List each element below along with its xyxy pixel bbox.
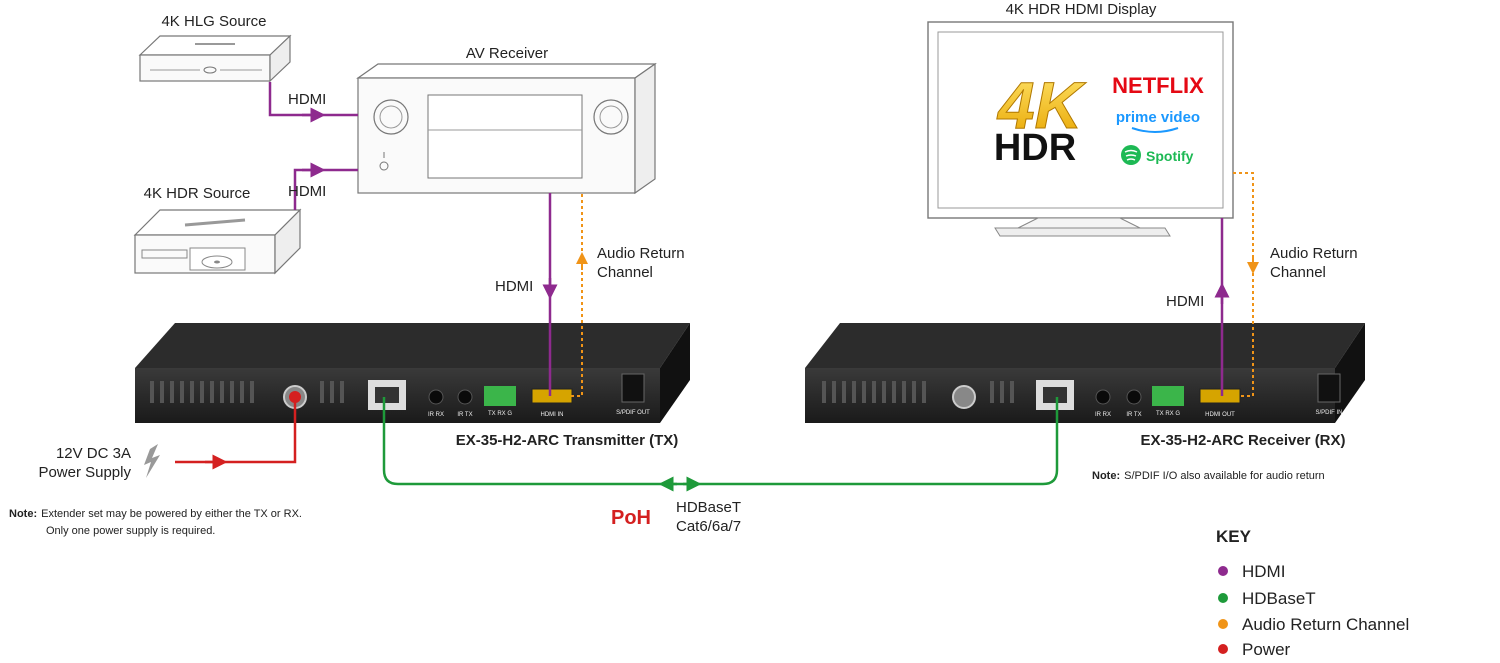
netflix-logo: NETFLIX <box>1112 73 1204 98</box>
rx-name: EX-35-H2-ARC Receiver (RX) <box>1140 432 1345 449</box>
legend-swatch-power <box>1218 644 1228 654</box>
hdbaset-label-1: HDBaseT <box>676 499 741 516</box>
hdr-source-label: 4K HDR Source <box>144 185 251 202</box>
tx-port-serial: TX RX G <box>488 411 512 417</box>
poh-logo: PoH <box>611 507 651 529</box>
hdmi-top-label: HDMI <box>288 91 326 108</box>
legend-item-hdbaset: HDBaseT <box>1242 589 1316 608</box>
rx-port-hdmi-out: HDMI OUT <box>1205 412 1235 418</box>
legend-swatch-hdbaset <box>1218 593 1228 603</box>
hdmi-source-links: HDMI HDMI <box>268 82 358 210</box>
rx-port-serial: TX RX G <box>1156 411 1180 417</box>
tx-port-hdmi-in: HDMI IN <box>541 412 564 418</box>
display-label: 4K HDR HDMI Display <box>1006 1 1157 18</box>
rx-port-spdif-in: S/PDIF IN <box>1315 410 1342 416</box>
arc-tx-label-2: Channel <box>597 264 653 281</box>
hdmi-mid-label: HDMI <box>288 183 326 200</box>
legend-item-arc: Audio Return Channel <box>1242 615 1409 634</box>
tx-name: EX-35-H2-ARC Transmitter (TX) <box>456 432 679 449</box>
power-note-bold: Note: <box>9 508 37 520</box>
hdmi-tx-label: HDMI <box>495 278 533 295</box>
av-receiver-device: AV Receiver <box>356 45 657 195</box>
arc-tx-label-1: Audio Return <box>597 245 685 262</box>
rx-note-text: S/PDIF I/O also available for audio retu… <box>1124 470 1325 482</box>
rx-note-bold: Note: <box>1092 470 1120 482</box>
arc-rx-label-2: Channel <box>1270 264 1326 281</box>
hdr-source-device: 4K HDR Source <box>133 185 302 275</box>
tx-port-ir-rx: IR RX <box>428 412 444 418</box>
hlg-source-label: 4K HLG Source <box>161 13 266 30</box>
tx-port-ir-tx: IR TX <box>457 412 472 418</box>
power-note: Note: Extender set may be powered by eith… <box>9 508 302 520</box>
spotify-logo: Spotify <box>1146 148 1194 164</box>
power-label-2: Power Supply <box>38 464 131 481</box>
prime-video-logo: prime video <box>1116 109 1200 126</box>
rx-unit: IR RX IR TX TX RX G HDMI OUT S/PDIF IN <box>805 323 1365 423</box>
power-label-1: 12V DC 3A <box>56 445 131 462</box>
display-4k-logo: 4K <box>996 68 1087 142</box>
display-hdr-logo: HDR <box>994 127 1076 169</box>
hdbaset-link: PoH HDBaseT Cat6/6a/7 <box>382 397 1059 535</box>
power-note-line1: Extender set may be powered by either th… <box>41 508 302 520</box>
rx-port-ir-tx: IR TX <box>1126 412 1141 418</box>
rx-port-ir-rx: IR RX <box>1095 412 1111 418</box>
legend-swatch-hdmi <box>1218 566 1228 576</box>
legend-item-hdmi: HDMI <box>1242 562 1285 581</box>
power-note-line2: Only one power supply is required. <box>46 525 215 537</box>
lightning-icon <box>144 444 160 478</box>
legend-title: KEY <box>1216 527 1252 546</box>
hdmi-rx-label: HDMI <box>1166 293 1204 310</box>
tx-unit: IR RX IR TX TX RX G HDMI IN S/PDIF OUT <box>135 323 690 423</box>
rx-note: Note: S/PDIF I/O also available for audio… <box>1092 470 1325 482</box>
legend-item-power: Power <box>1242 640 1291 659</box>
legend-swatch-arc <box>1218 619 1228 629</box>
legend: KEY HDMI HDBaseT Audio Return Channel Po… <box>1216 527 1409 659</box>
hdbaset-label-2: Cat6/6a/7 <box>676 518 741 535</box>
display-device: 4K HDR HDMI Display 4K HDR NETFLIX prime… <box>927 1 1234 237</box>
tx-hdmi-arc-links: HDMI Audio Return Channel <box>495 193 685 397</box>
tx-port-spdif-out: S/PDIF OUT <box>616 410 650 416</box>
av-receiver-label: AV Receiver <box>466 45 548 62</box>
rx-hdmi-arc-links: HDMI Audio Return Channel <box>1166 172 1358 397</box>
power-link: 12V DC 3A Power Supply <box>38 391 301 481</box>
hlg-source-device: 4K HLG Source <box>138 13 292 83</box>
arc-rx-label-1: Audio Return <box>1270 245 1358 262</box>
